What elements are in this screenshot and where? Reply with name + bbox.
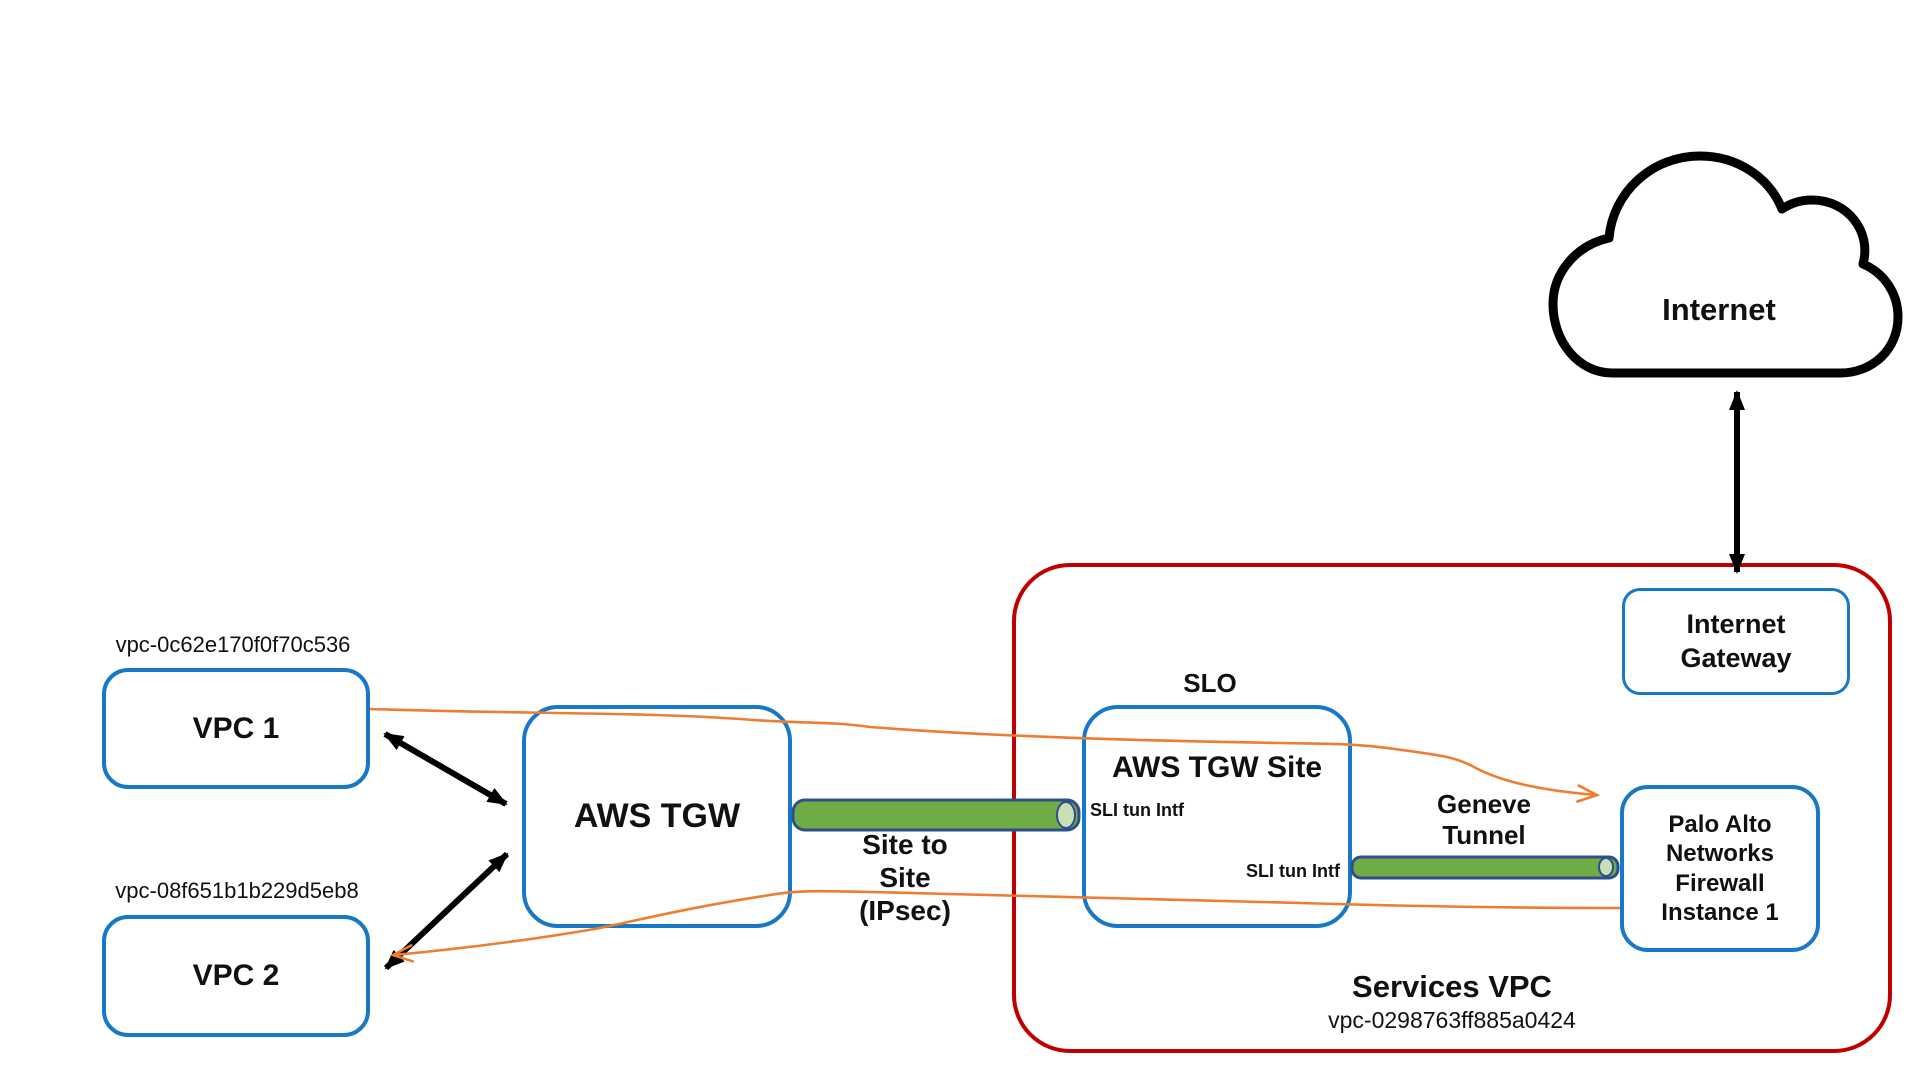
site-to-site-tunnel-label: Site to Site (IPsec): [859, 829, 951, 926]
vpc1-box: VPC 1: [102, 668, 370, 789]
internet-cloud-shape: [1548, 151, 1903, 378]
services-vpc-id-label: vpc-0298763ff885a0424: [1328, 1007, 1576, 1033]
internet-cloud-label: Internet: [1662, 292, 1776, 327]
palo-alto-firewall-label: Palo Alto Networks Firewall Instance 1: [1661, 811, 1779, 926]
vpc2-box: VPC 2: [102, 915, 370, 1037]
vpc2-title: VPC 2: [192, 959, 280, 992]
arrow-vpc2-tgw: [383, 851, 510, 971]
palo-alto-firewall-box: Palo Alto Networks Firewall Instance 1: [1620, 785, 1820, 952]
services-vpc-title: Services VPC: [1352, 969, 1552, 1004]
internet-gateway-label: Internet Gateway: [1680, 609, 1792, 673]
vpc1-title: VPC 1: [192, 711, 280, 745]
aws-tgw-site-title: AWS TGW Site: [1112, 751, 1322, 784]
aws-tgw-title: AWS TGW: [573, 797, 741, 835]
internet-gateway-box: Internet Gateway: [1622, 588, 1850, 695]
sli-tun-intf-bottom-label: SLI tun Intf: [1246, 861, 1340, 881]
sli-tun-intf-top-label: SLI tun Intf: [1090, 800, 1184, 820]
slo-label: SLO: [1183, 668, 1237, 698]
vpc1-id-label: vpc-0c62e170f0f70c536: [115, 632, 351, 657]
arrow-vpc1-tgw: [383, 731, 508, 807]
vpc2-id-label: vpc-08f651b1b229d5eb8: [115, 878, 359, 903]
geneve-tunnel-label: Geneve Tunnel: [1437, 789, 1531, 850]
aws-tgw-box: AWS TGW: [522, 705, 792, 928]
